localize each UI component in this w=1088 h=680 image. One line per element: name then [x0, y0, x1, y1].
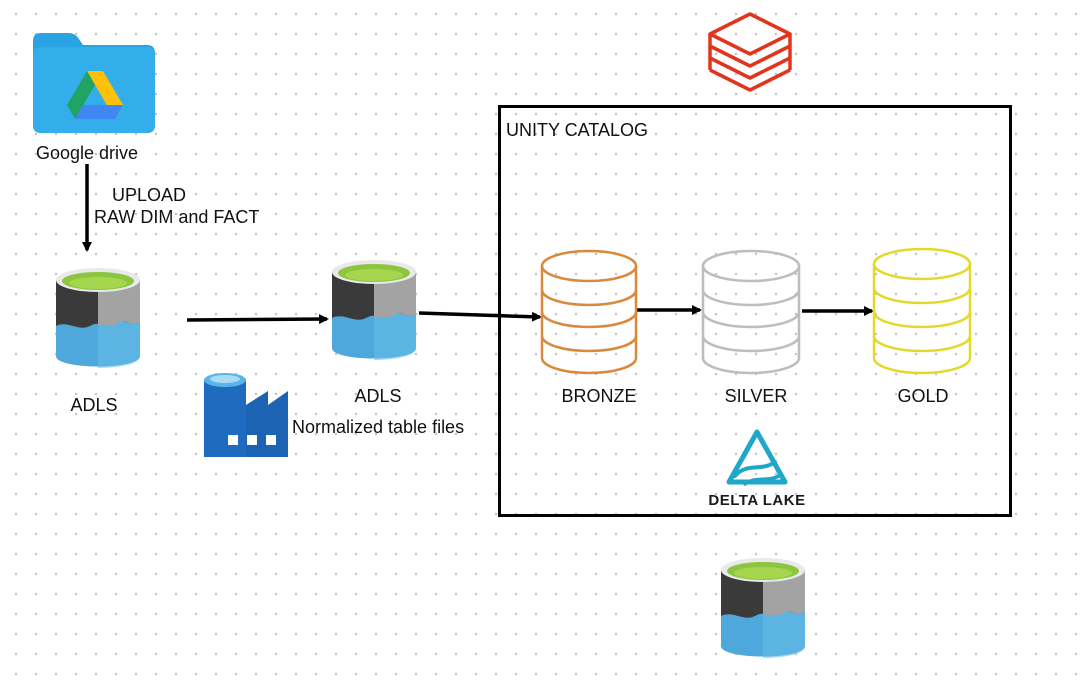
adls-raw-label: ADLS — [70, 395, 118, 415]
upload-label-line1: UPLOAD — [111, 185, 187, 205]
unity-catalog-frame — [498, 105, 1012, 517]
azure-storage-icon — [721, 558, 805, 658]
google-drive-label: Google drive — [35, 143, 139, 163]
silver-label: SILVER — [724, 386, 788, 406]
upload-label-line2: RAW DIM and FACT — [94, 207, 260, 227]
azure-data-factory-icon — [204, 373, 288, 457]
dlt-logo-icon — [708, 12, 792, 92]
gold-label: GOLD — [897, 386, 949, 406]
delta-lake-icon — [726, 429, 788, 486]
adls-raw-storage-icon — [56, 268, 140, 368]
google-drive-folder-icon — [33, 33, 155, 133]
gold-database-icon — [872, 247, 972, 375]
delta-lake-label: DELTA LAKE — [708, 492, 806, 509]
unity-catalog-title: UNITY CATALOG — [506, 120, 649, 140]
arrow-adls-to-bronze — [418, 311, 542, 322]
adls-normalized-sublabel: Normalized table files — [292, 417, 465, 437]
adls-normalized-storage-icon — [332, 260, 416, 360]
arrow-adls-to-adls — [186, 314, 329, 325]
silver-database-icon — [701, 249, 801, 375]
bronze-database-icon — [540, 249, 638, 375]
adls-normalized-label: ADLS — [354, 386, 402, 406]
bronze-label: BRONZE — [561, 386, 637, 406]
